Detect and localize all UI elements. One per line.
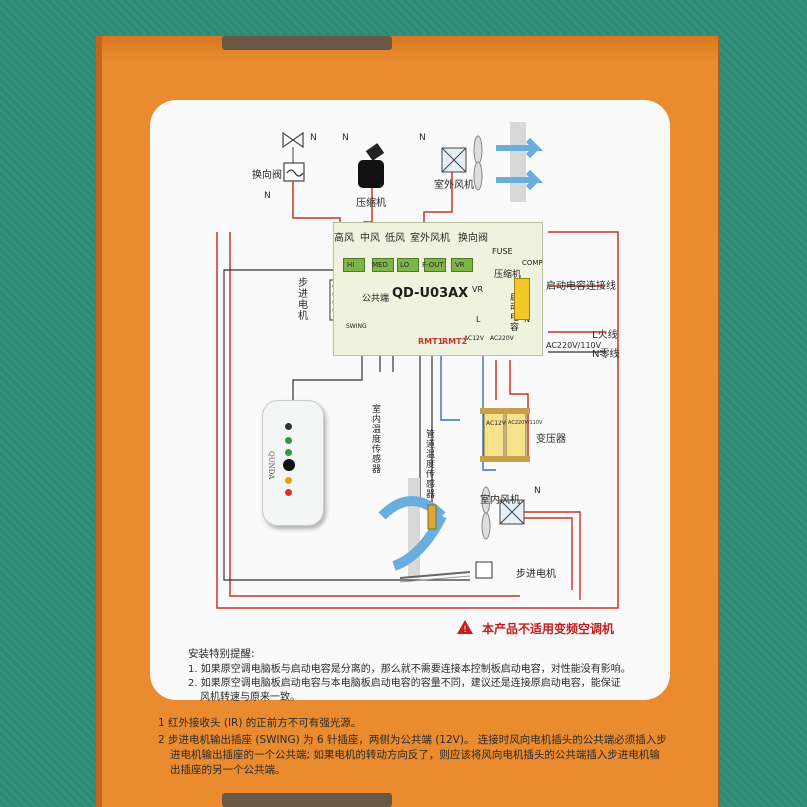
box-bottom-slot	[222, 793, 392, 807]
diagram-panel	[150, 100, 670, 700]
label-transformer: 变压器	[536, 434, 566, 445]
label-reversing-valve: 换向阀	[252, 170, 282, 181]
label-pipe-temp-sensor: 管道温度传感器	[426, 430, 436, 500]
label-fout-cn: 室外风机	[410, 233, 450, 244]
note-3: 进电机输出插座的一个公共端; 如果电机的转动方向反了，则应该将风向电机插头的公共…	[170, 749, 660, 761]
note-2: 2 步进电机输出插座 (SWING) 为 6 针插座，两侧为公共端 (12V)。…	[158, 734, 667, 746]
pcb-rmt2: RMT2	[442, 337, 468, 346]
receiver-led-icon	[285, 423, 292, 430]
label-n5: N	[534, 486, 541, 496]
pcb-vr: VR	[472, 285, 484, 294]
tips-line-2: 2. 如果原空调电脑板启动电容与本电脑板启动电容的容量不同，建议还是连接原启动电…	[188, 678, 621, 689]
indoor-exchanger-icon	[378, 478, 447, 578]
note-4: 出插座的另一个公共端。	[170, 764, 286, 776]
label-left-stepper-motor: 步进电机	[298, 278, 308, 322]
capacitor-icon	[514, 278, 530, 320]
pcb-fuse: FUSE	[492, 247, 513, 256]
reversing-valve-icon	[282, 131, 305, 182]
ir-sensor-icon	[283, 459, 295, 471]
status-led-green-icon	[285, 437, 292, 444]
conn-label-vr: VR	[455, 261, 465, 269]
compressor-icon	[358, 143, 385, 188]
pcb-l: L	[476, 315, 481, 324]
label-vr-cn: 换向阀	[458, 233, 488, 244]
status-led-red-icon	[285, 489, 292, 496]
label-ac-input: AC220V/110V	[546, 341, 602, 350]
note-1: 1 红外接收头 (IR) 的正前方不可有强光源。	[158, 717, 362, 729]
label-compressor: 压缩机	[356, 198, 386, 209]
label-hi-cn: 高风	[334, 233, 354, 244]
box-top-flap	[102, 36, 718, 64]
connector-vr	[451, 258, 473, 272]
connector-hi	[343, 258, 365, 272]
pcb-ac220: AC220V	[490, 335, 514, 342]
pcb-comp: COMP	[522, 259, 543, 267]
label-med-cn: 中风	[360, 233, 380, 244]
pcb-common: 公共端	[362, 294, 390, 304]
indoor-fan-icon	[481, 486, 581, 600]
pcb-model: QD-U03AX	[392, 286, 469, 301]
heat-exchanger-icon	[496, 122, 544, 202]
tips-line-3: 风机转速与原来一致。	[200, 692, 300, 703]
pcb-ac12: AC12V	[464, 335, 484, 342]
conn-label-fout: F-OUT	[422, 261, 444, 269]
label-cap-line: 启动电容连接线	[546, 281, 616, 292]
pcb-swing: SWING	[346, 323, 367, 330]
tips-line-1: 1. 如果原空调电脑板与启动电容是分离的，那么就不需要连接本控制板启动电容，对性…	[188, 664, 631, 675]
connector-fout	[424, 258, 446, 272]
transformer-icon	[480, 408, 530, 462]
label-outdoor-fan: 室外风机	[434, 180, 474, 191]
pcb-board: QD-U03AX FUSE COMP 压缩机 公共端 SWING 启动电容 VR…	[333, 222, 543, 356]
ir-receiver-module: QUNDA	[262, 400, 324, 526]
label-n1: N	[310, 133, 317, 143]
label-lo-cn: 低风	[385, 233, 405, 244]
status-led-yellow-icon	[285, 477, 292, 484]
remote-brand: QUNDA	[267, 451, 275, 480]
label-indoor-fan: 室内风机	[480, 495, 520, 506]
transformer-tag-220v: AC220V/110V	[508, 420, 542, 426]
warning-icon	[457, 620, 473, 634]
label-neutral: N零线	[592, 349, 620, 360]
label-indoor-temp-sensor: 室内温度传感器	[372, 405, 382, 475]
conn-label-hi: HI	[347, 261, 355, 269]
label-n3: N	[342, 133, 349, 143]
box-top-slot	[222, 36, 392, 50]
connector-lo	[397, 258, 419, 272]
label-n2: N	[264, 191, 271, 201]
svg-text:!: !	[463, 625, 467, 635]
status-led-green2-icon	[285, 449, 292, 456]
outdoor-fan-icon	[441, 135, 483, 191]
tips-title: 安装特别提醒:	[188, 648, 255, 660]
conn-label-med: MED	[372, 261, 388, 269]
label-live: L火线	[592, 330, 618, 341]
label-n4: N	[419, 133, 426, 143]
pcb-compressor: 压缩机	[494, 270, 522, 280]
transformer-tag-12v: AC12V	[486, 420, 506, 427]
pcb-rmt1: RMT1	[418, 337, 444, 346]
warning-text: 本产品不适用变频空调机	[482, 622, 615, 636]
label-bottom-stepper-motor: 步进电机	[516, 569, 556, 580]
conn-label-lo: LO	[400, 261, 410, 269]
connector-med	[372, 258, 394, 272]
bottom-stepper-motor-icon	[399, 561, 493, 583]
